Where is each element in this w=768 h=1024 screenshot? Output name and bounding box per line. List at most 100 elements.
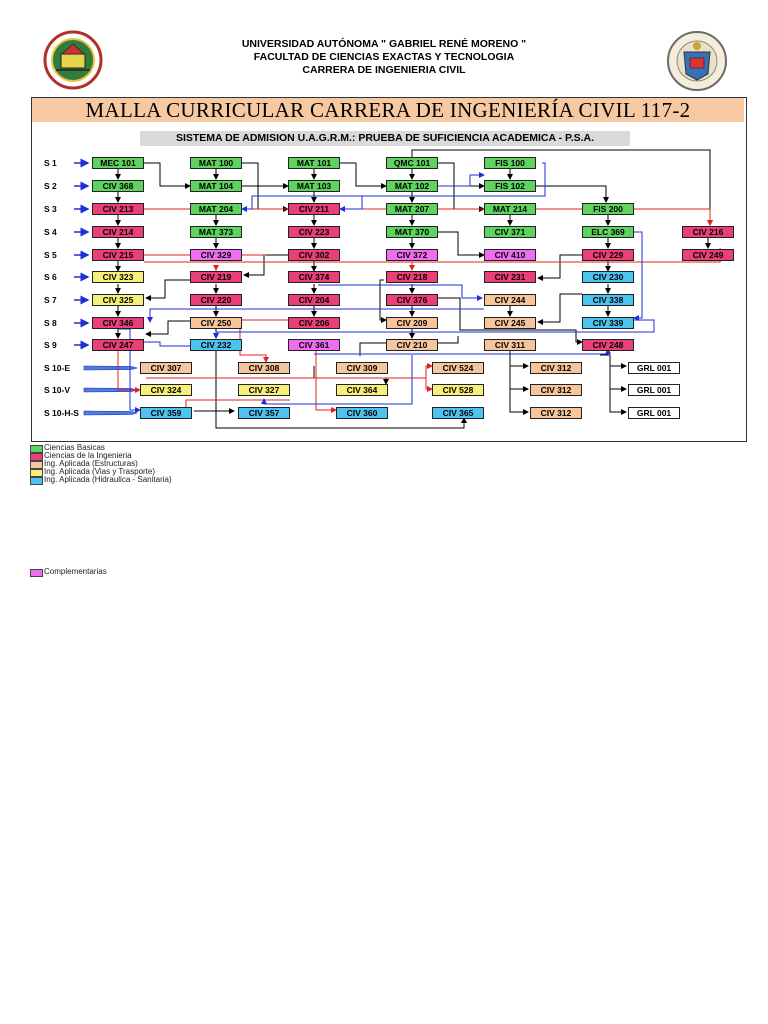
legend-label: Complementarias xyxy=(44,567,107,576)
course-box: MAT 373 xyxy=(190,226,242,238)
course-box: MAT 370 xyxy=(386,226,438,238)
course-box: CIV 219 xyxy=(190,271,242,283)
course-box: CIV 312 xyxy=(530,384,582,396)
course-box: CIV 323 xyxy=(92,271,144,283)
course-box: GRL 001 xyxy=(628,384,680,396)
legend-swatch xyxy=(30,477,43,485)
course-box: FIS 100 xyxy=(484,157,536,169)
course-box: CIV 376 xyxy=(386,294,438,306)
semester-label: S 3 xyxy=(44,204,57,214)
course-box: CIV 374 xyxy=(288,271,340,283)
course-box: CIV 410 xyxy=(484,249,536,261)
legend-label: Ciencias de la Ingenieria xyxy=(44,451,132,460)
career-name: CARRERA DE INGENIERIA CIVIL xyxy=(302,64,466,76)
course-box: ELC 369 xyxy=(582,226,634,238)
course-box: MAT 204 xyxy=(190,203,242,215)
course-box: MAT 103 xyxy=(288,180,340,192)
legend-swatch xyxy=(30,453,43,461)
course-box: CIV 372 xyxy=(386,249,438,261)
course-box: CIV 312 xyxy=(530,362,582,374)
course-box: CIV 361 xyxy=(288,339,340,351)
semester-label: S 5 xyxy=(44,250,57,260)
course-box: CIV 329 xyxy=(190,249,242,261)
university-name: UNIVERSIDAD AUTÓNOMA " GABRIEL RENÉ MORE… xyxy=(241,38,527,50)
course-box: CIV 214 xyxy=(92,226,144,238)
course-box: CIV 528 xyxy=(432,384,484,396)
semester-label: S 9 xyxy=(44,340,57,350)
course-box: CIV 364 xyxy=(336,384,388,396)
course-box: CIV 346 xyxy=(92,317,144,329)
specialty-arrow xyxy=(83,410,139,416)
course-box: CIV 218 xyxy=(386,271,438,283)
course-box: CIV 338 xyxy=(582,294,634,306)
legend-swatch xyxy=(30,461,43,469)
course-box: GRL 001 xyxy=(628,407,680,419)
faculty-name: FACULTAD DE CIENCIAS EXACTAS Y TECNOLOGI… xyxy=(253,51,515,63)
legend-swatch xyxy=(30,569,43,577)
course-box: CIV 360 xyxy=(336,407,388,419)
course-box: CIV 215 xyxy=(92,249,144,261)
course-box: CIV 357 xyxy=(238,407,290,419)
course-box: CIV 371 xyxy=(484,226,536,238)
legend-label: Ciencias Basicas xyxy=(44,443,105,452)
course-box: CIV 216 xyxy=(682,226,734,238)
course-box: CIV 308 xyxy=(238,362,290,374)
legend-label: Ing. Aplicada (Vias y Trasporte) xyxy=(44,467,156,476)
course-box: CIV 211 xyxy=(288,203,340,215)
course-box: CIV 250 xyxy=(190,317,242,329)
course-box: FIS 200 xyxy=(582,203,634,215)
course-box: CIV 307 xyxy=(140,362,192,374)
course-box: CIV 213 xyxy=(92,203,144,215)
course-box: CIV 209 xyxy=(386,317,438,329)
semester-label: S 6 xyxy=(44,272,57,282)
semester-label: S 10-H-S xyxy=(44,408,79,418)
course-box: CIV 244 xyxy=(484,294,536,306)
course-box: CIV 524 xyxy=(432,362,484,374)
semester-label: S 7 xyxy=(44,295,57,305)
course-box: CIV 339 xyxy=(582,317,634,329)
course-box: CIV 220 xyxy=(190,294,242,306)
course-box: CIV 245 xyxy=(484,317,536,329)
course-box: CIV 249 xyxy=(682,249,734,261)
course-box: CIV 223 xyxy=(288,226,340,238)
course-box: CIV 247 xyxy=(92,339,144,351)
course-box: CIV 248 xyxy=(582,339,634,351)
legend-label: Ing. Aplicada (Hidraulica - Sanitaria) xyxy=(44,475,172,484)
course-box: CIV 309 xyxy=(336,362,388,374)
course-box: CIV 365 xyxy=(432,407,484,419)
course-box: CIV 368 xyxy=(92,180,144,192)
course-box: CIV 325 xyxy=(92,294,144,306)
course-box: CIV 324 xyxy=(140,384,192,396)
course-box: MEC 101 xyxy=(92,157,144,169)
semester-label: S 2 xyxy=(44,181,57,191)
semester-label: S 10-V xyxy=(44,385,70,395)
course-box: MAT 102 xyxy=(386,180,438,192)
course-box: CIV 312 xyxy=(530,407,582,419)
legend-swatch xyxy=(30,469,43,477)
semester-label: S 10-E xyxy=(44,363,70,373)
course-box: CIV 302 xyxy=(288,249,340,261)
university-header: UNIVERSIDAD AUTÓNOMA " GABRIEL RENÉ MORE… xyxy=(190,38,578,77)
course-box: MAT 207 xyxy=(386,203,438,215)
course-box: CIV 232 xyxy=(190,339,242,351)
specialty-arrow xyxy=(83,387,139,393)
course-box: CIV 206 xyxy=(288,317,340,329)
specialty-arrow xyxy=(83,365,139,371)
course-box: MAT 100 xyxy=(190,157,242,169)
legend-label: Ing. Aplicada (Estructuras) xyxy=(44,459,138,468)
course-box: MAT 214 xyxy=(484,203,536,215)
semester-label: S 8 xyxy=(44,318,57,328)
course-box: CIV 229 xyxy=(582,249,634,261)
course-box: CIV 327 xyxy=(238,384,290,396)
course-box: QMC 101 xyxy=(386,157,438,169)
course-box: CIV 204 xyxy=(288,294,340,306)
course-box: MAT 104 xyxy=(190,180,242,192)
university-seal-logo xyxy=(42,30,104,90)
course-box: FIS 102 xyxy=(484,180,536,192)
course-box: CIV 311 xyxy=(484,339,536,351)
curriculum-title: MALLA CURRICULAR CARRERA DE INGENIERÍA C… xyxy=(32,98,744,122)
course-box: CIV 230 xyxy=(582,271,634,283)
course-box: MAT 101 xyxy=(288,157,340,169)
semester-label: S 4 xyxy=(44,227,57,237)
